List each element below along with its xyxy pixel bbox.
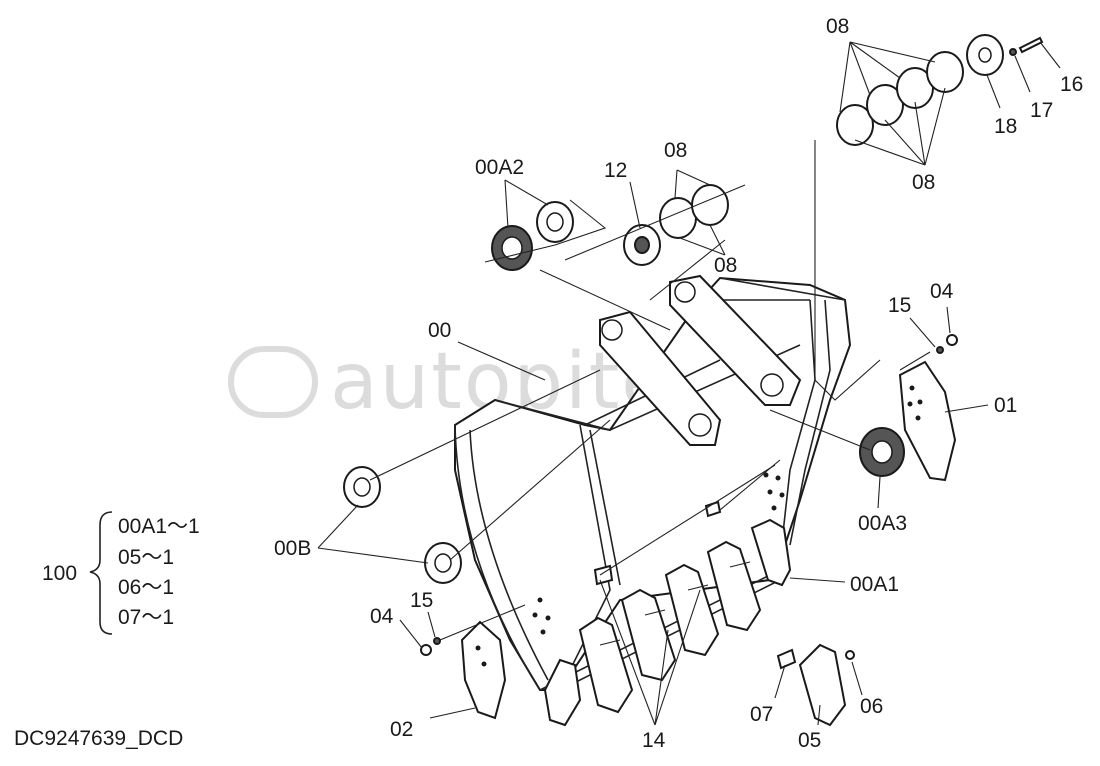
label-05: 05 xyxy=(798,729,822,752)
kit-item-1: 00A1～1 xyxy=(118,515,200,538)
side-cutter-right xyxy=(898,360,957,482)
shims xyxy=(659,51,964,239)
label-08-mid-top: 08 xyxy=(664,139,688,162)
teeth-row xyxy=(543,518,792,727)
bucket-body xyxy=(454,274,852,691)
label-14: 14 xyxy=(642,729,666,752)
label-04-right: 04 xyxy=(930,280,954,303)
leader-lines xyxy=(317,41,1061,726)
kit-brace xyxy=(89,511,113,635)
label-00A3: 00A3 xyxy=(858,512,908,535)
label-12: 12 xyxy=(604,159,628,182)
label-00A2: 00A2 xyxy=(475,156,525,179)
kit-item-2: 05～1 xyxy=(118,546,175,569)
label-18: 18 xyxy=(994,115,1018,138)
label-08-top: 08 xyxy=(826,15,850,38)
label-00B: 00B xyxy=(274,537,312,560)
watermark-logo-icon xyxy=(228,346,318,418)
kit-item-3: 06～1 xyxy=(118,576,175,599)
label-15-right: 15 xyxy=(888,294,912,317)
drawing-code: DC9247639_DCD xyxy=(14,727,184,750)
label-00: 00 xyxy=(428,319,452,342)
kit-number: 100 xyxy=(42,562,78,585)
label-16: 16 xyxy=(1060,73,1084,96)
label-04-left: 04 xyxy=(370,605,394,628)
label-01: 01 xyxy=(994,394,1018,417)
label-15-left: 15 xyxy=(410,589,434,612)
label-07: 07 xyxy=(750,703,774,726)
label-06: 06 xyxy=(860,695,884,718)
label-02: 02 xyxy=(390,718,414,741)
bushings xyxy=(343,34,1004,584)
label-17: 17 xyxy=(1030,99,1054,122)
side-cutter-left xyxy=(460,620,507,720)
label-00A1: 00A1 xyxy=(850,573,900,596)
label-08-right: 08 xyxy=(912,171,936,194)
kit-item-4: 07～1 xyxy=(118,606,175,629)
alignment-lines xyxy=(369,140,931,641)
label-08-mid-bottom: 08 xyxy=(714,254,738,277)
replacement-tooth xyxy=(798,643,847,727)
